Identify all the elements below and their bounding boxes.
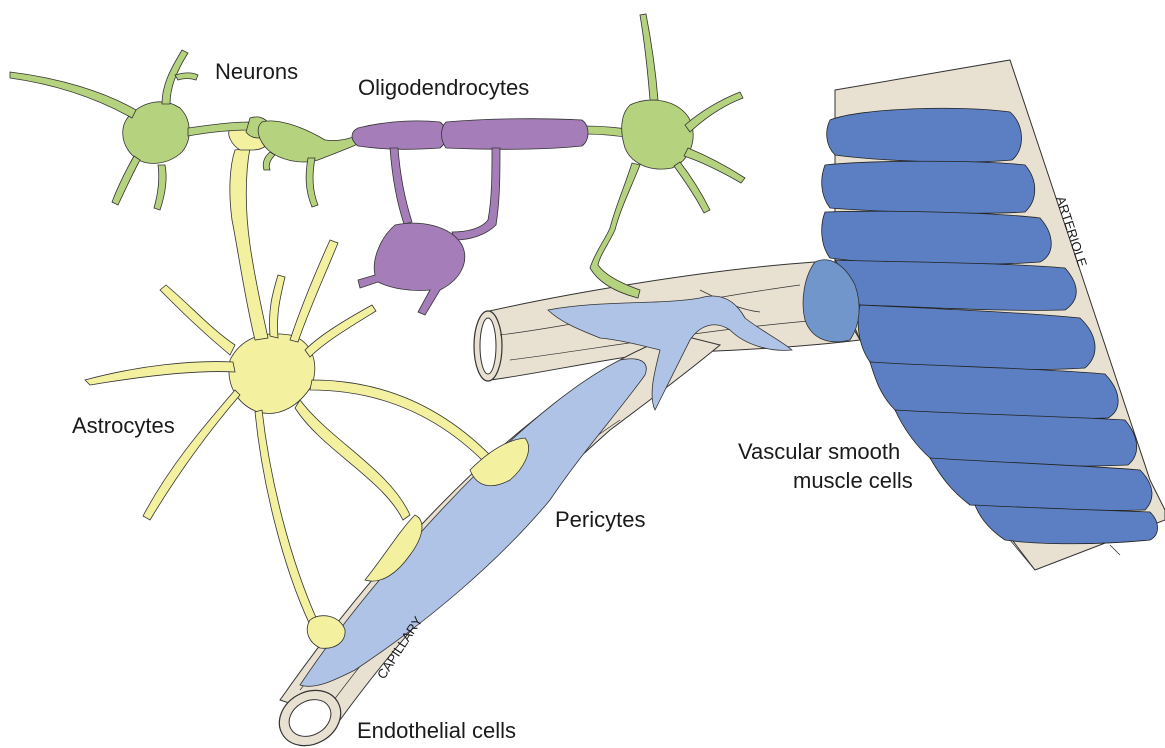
oligodendrocytes-label: Oligodendrocytes: [358, 75, 529, 100]
oligodendrocyte-process: [390, 148, 412, 224]
neuron-dendrite: [684, 148, 745, 183]
neuron-right: [585, 14, 745, 298]
myelin-sheath: [442, 119, 589, 150]
oligodendrocyte-process: [452, 148, 500, 240]
arteriole: ARTERIOLE: [822, 60, 1165, 570]
neuron-dendrite: [674, 162, 710, 213]
astrocyte-soma: [229, 334, 315, 414]
astrocyte-process: [290, 240, 338, 342]
vascular-smooth-muscle-label-line1: Vascular smooth: [738, 439, 900, 464]
smooth-muscle-band: [822, 211, 1052, 264]
blood-vessels: [269, 260, 860, 748]
neuron-dendrite: [154, 165, 166, 210]
neuron-dendrite: [306, 158, 318, 207]
neuron-dendrite: [263, 152, 275, 170]
astrocyte-process: [160, 285, 235, 355]
oligodendrocyte: [352, 119, 588, 315]
smooth-muscle-band: [827, 108, 1022, 162]
neuron-dendrite: [640, 14, 658, 100]
myelin-sheath: [352, 121, 446, 149]
astrocyte-process: [295, 400, 410, 520]
astrocyte-process: [255, 410, 318, 625]
endothelial-cells-label: Endothelial cells: [357, 718, 516, 743]
astrocyte-process: [230, 148, 268, 340]
astrocyte-process: [305, 305, 376, 357]
neuron-axon: [590, 163, 640, 298]
pericytes-label: Pericytes: [555, 507, 645, 532]
neuron-dendrite: [10, 72, 136, 118]
neuron-dendrite: [175, 73, 198, 80]
smooth-muscle-band: [835, 260, 1076, 310]
astrocytes-label: Astrocytes: [72, 413, 175, 438]
astrocyte-process: [269, 275, 285, 338]
neuron-center: [258, 121, 360, 207]
smooth-muscle-band: [822, 161, 1035, 213]
vascular-smooth-muscle-label-line2: muscle cells: [793, 468, 913, 493]
astrocyte-process: [143, 390, 240, 520]
oligodendrocyte-soma: [358, 223, 465, 315]
neuron-soma: [622, 100, 693, 169]
astrocyte-process: [85, 362, 235, 385]
neurons-label: Neurons: [215, 59, 298, 84]
neuron-dendrite: [685, 92, 743, 132]
neuron-dendrite: [112, 156, 140, 205]
